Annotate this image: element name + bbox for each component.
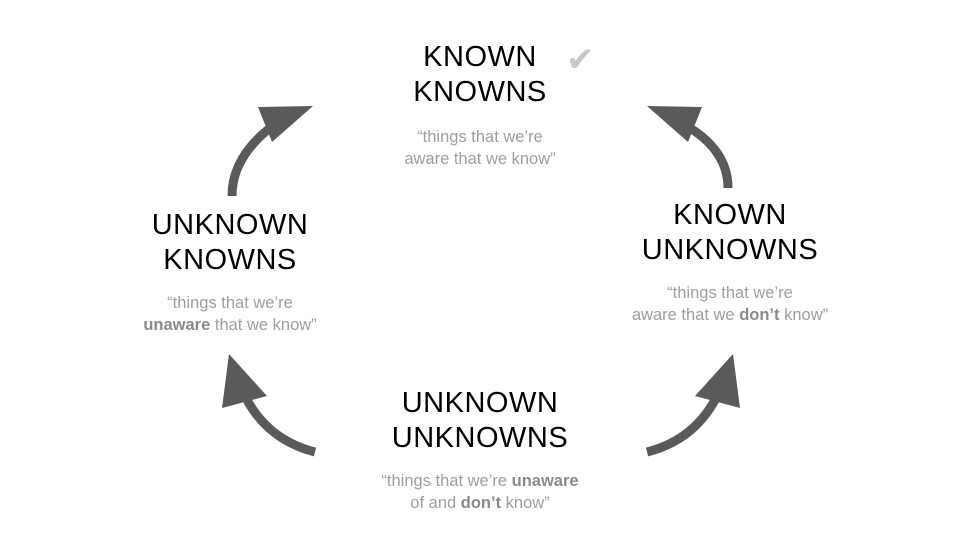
arrow-known-unknowns-to-known-knowns <box>647 106 733 189</box>
arrow-unknown-knowns-to-known-knowns <box>227 106 313 197</box>
checkmark-icon: ✔ <box>566 41 595 79</box>
arrow-unknown-unknowns-to-known-unknowns <box>645 354 740 457</box>
arrow-unknown-unknowns-to-unknown-knowns <box>222 354 317 457</box>
